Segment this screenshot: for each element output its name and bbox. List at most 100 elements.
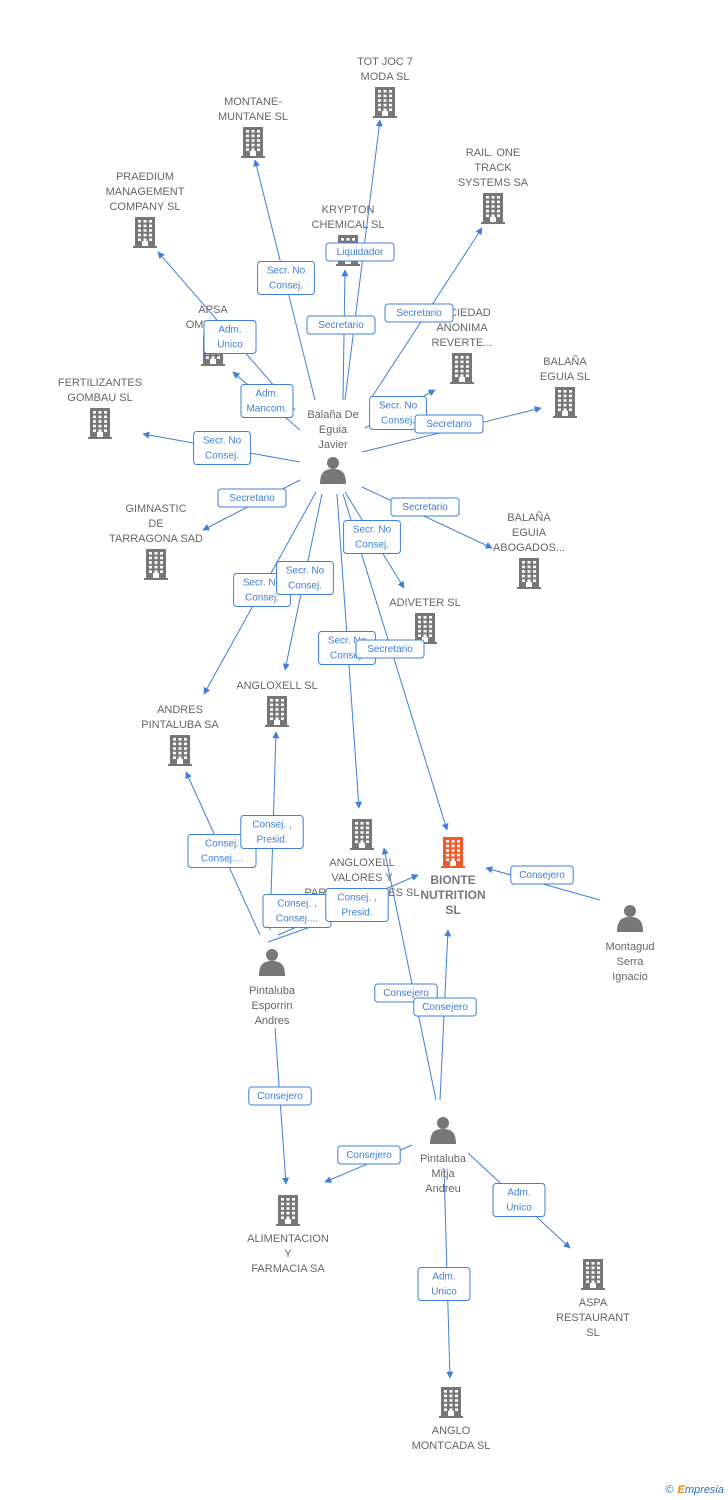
node-montane[interactable]: MONTANE-MUNTANE SL bbox=[218, 96, 288, 158]
edge-label-text: Consejero bbox=[383, 988, 429, 999]
edge-label-text: Adm. bbox=[255, 389, 278, 400]
edge-label-text: Secr. No bbox=[243, 578, 282, 589]
building-icon bbox=[276, 1195, 300, 1226]
node-label: COMPANY SL bbox=[109, 201, 180, 213]
node-label: Y bbox=[284, 1248, 292, 1260]
node-label: Javier bbox=[318, 439, 348, 451]
node-angloxell[interactable]: ANGLOXELL SL bbox=[236, 680, 318, 727]
node-label: ABOGADOS... bbox=[493, 542, 565, 554]
edge-label[interactable]: Consejero bbox=[510, 865, 574, 885]
edge-label-text: Consejero bbox=[422, 1002, 468, 1013]
building-icon bbox=[133, 217, 157, 248]
brand-name: mpresia bbox=[684, 1484, 724, 1496]
edge-label[interactable]: Secretario bbox=[217, 488, 287, 508]
edge-label[interactable]: Adm.Unico bbox=[417, 1267, 471, 1301]
edge-label[interactable]: Secretario bbox=[414, 414, 484, 434]
node-label: TOT JOC 7 bbox=[357, 56, 413, 68]
edge-label-box bbox=[248, 1086, 312, 1106]
building-icon bbox=[450, 353, 474, 384]
edge-label-text: Consej. bbox=[205, 839, 239, 850]
edge-label-text: Adm. bbox=[507, 1188, 530, 1199]
edge-label[interactable]: Secretario bbox=[384, 303, 454, 323]
edge-label-box bbox=[413, 997, 477, 1017]
edge-label[interactable]: Secr. No Consej. bbox=[276, 561, 334, 595]
node-label: PINTALUBA SA bbox=[141, 719, 219, 731]
node-label: EGUIA SL bbox=[540, 371, 590, 383]
building-icon bbox=[144, 549, 168, 580]
edge-label[interactable]: Secretario bbox=[306, 315, 376, 335]
node-label: ASPA bbox=[579, 1297, 608, 1309]
edge-label-text: Secr. No bbox=[353, 525, 392, 536]
edge-label-text: Consej. , bbox=[337, 893, 376, 904]
edge-label-text: Consej. bbox=[330, 651, 364, 662]
edge-label-text: Secretario bbox=[318, 320, 364, 331]
node-label: EGUIA bbox=[512, 527, 547, 539]
edge-label[interactable]: Secretario bbox=[355, 639, 425, 659]
node-balanaabog[interactable]: BALAÑAEGUIAABOGADOS... bbox=[493, 511, 565, 589]
node-label: FARMACIA SA bbox=[251, 1263, 325, 1275]
node-label: TARRAGONA SAD bbox=[109, 533, 203, 545]
edge-label[interactable]: Consej. ,Presid. bbox=[240, 815, 304, 849]
edge-label[interactable]: Consejero bbox=[413, 997, 477, 1017]
node-adiveter[interactable]: ADIVETER SL bbox=[389, 597, 461, 644]
edge-label-text: Consej. bbox=[355, 540, 389, 551]
edge-label-text: Consej.... bbox=[276, 914, 318, 925]
edge-label-text: Consej. , bbox=[277, 899, 316, 910]
edge-label-text: Secr. No bbox=[286, 566, 325, 577]
edge-label[interactable]: Consej. , Presid. bbox=[325, 888, 389, 922]
edge-label[interactable]: Secretario bbox=[390, 497, 460, 517]
edge-label-box bbox=[510, 865, 574, 885]
edge-label[interactable]: Liquidador bbox=[325, 242, 395, 262]
edge-label-text: Presid. bbox=[341, 908, 372, 919]
footer-brand[interactable]: ©Empresia bbox=[665, 1484, 724, 1496]
edge-label[interactable]: Consej.Consej.... bbox=[187, 834, 257, 868]
edge-label-text: Consejero bbox=[346, 1150, 392, 1161]
edge-label[interactable]: Secr. No Consej. bbox=[343, 520, 401, 554]
node-label: ANGLOXELL bbox=[329, 857, 394, 869]
edge-label-text: Unico bbox=[217, 340, 243, 351]
node-label: MANAGEMENT bbox=[106, 186, 185, 198]
edge-label-text: Consejero bbox=[519, 870, 565, 881]
edge-label[interactable]: Adm.Unico bbox=[203, 320, 257, 354]
node-label: TRACK bbox=[474, 162, 512, 174]
edge-label-box bbox=[417, 1267, 471, 1301]
edge-label-text: Consej. bbox=[205, 451, 239, 462]
building-icon bbox=[439, 1387, 463, 1418]
edge-label[interactable]: Adm.Unico bbox=[492, 1183, 546, 1217]
person-icon bbox=[259, 949, 285, 976]
node-label: DE bbox=[148, 518, 163, 530]
node-label: ANONIMA bbox=[436, 322, 488, 334]
edge-label-text: Presid. bbox=[256, 835, 287, 846]
person-icon bbox=[430, 1117, 456, 1144]
edge-label[interactable]: Consej. , Consej.... bbox=[262, 894, 332, 928]
node-label: Esporrin bbox=[252, 1000, 293, 1012]
edge-label-box bbox=[240, 384, 294, 418]
edge-label[interactable]: Consejero bbox=[337, 1145, 401, 1165]
edge-label[interactable]: Consejero bbox=[248, 1086, 312, 1106]
edge-label[interactable]: Adm.Mancom. bbox=[240, 384, 294, 418]
edge-label-box bbox=[187, 834, 257, 868]
node-label: NUTRITION bbox=[420, 888, 485, 902]
edge-label-text: Consej. bbox=[288, 581, 322, 592]
building-icon bbox=[241, 127, 265, 158]
building-icon bbox=[481, 193, 505, 224]
